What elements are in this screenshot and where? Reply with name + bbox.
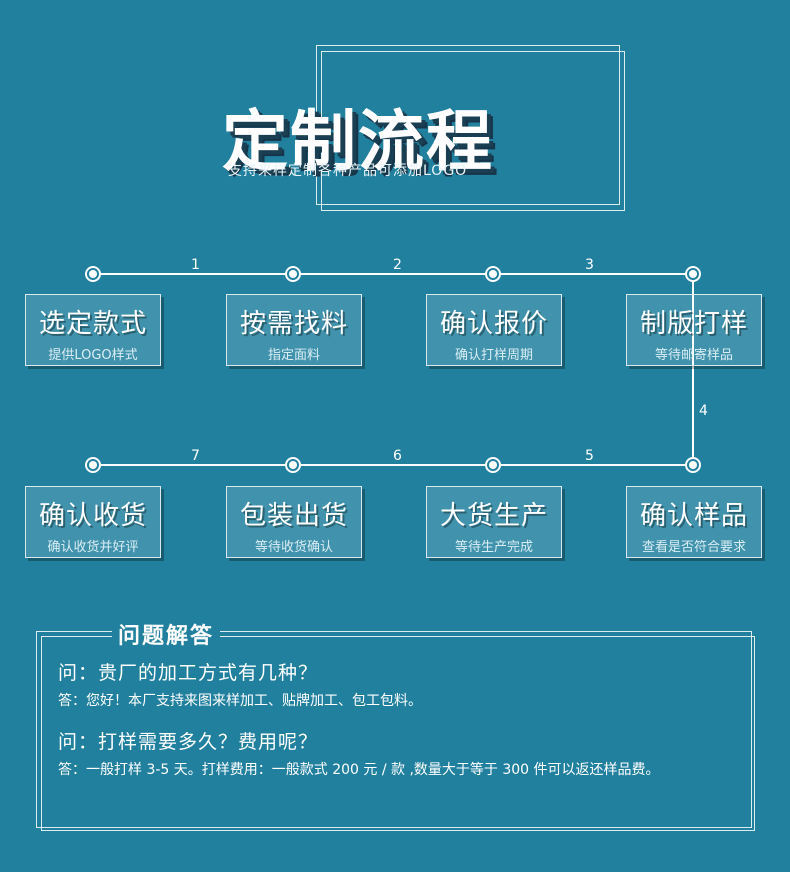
step-card-6: 大货生产 等待生产完成 [426,486,562,558]
step-title: 选定款式 [38,309,147,339]
connector-number: 3 [585,257,594,273]
connector-number: 7 [191,448,200,464]
page-title: 定制流程 [222,103,494,180]
step-subtitle: 确认打样周期 [454,348,533,363]
faq-frame-inner [41,636,755,831]
step-title: 确认报价 [439,309,548,339]
step-subtitle: 提供LOGO样式 [48,348,138,363]
title-frame-front [321,51,625,211]
timeline-dot-8 [685,457,701,473]
step-card-1: 选定款式 提供LOGO样式 [25,294,161,366]
step-card-2: 按需找料 指定面料 [226,294,362,366]
step-subtitle: 查看是否符合要求 [641,540,746,555]
connector-number: 1 [191,257,200,273]
timeline-dot-2 [285,266,301,282]
timeline-line-bottom [93,464,694,466]
connector-number: 5 [585,448,594,464]
connector-number: 6 [393,448,402,464]
step-subtitle: 确认收货并好评 [47,540,139,555]
connector-number: 4 [699,403,708,419]
step-card-4: 制版打样 等待邮寄样品 [626,294,762,366]
faq-question-1: 问：贵厂的加工方式有几种？ [58,662,319,684]
page-subtitle: 支持来样定制各种产品可添加LOGO [228,163,468,179]
title-frame-back [316,45,620,205]
step-title: 确认样品 [639,501,748,531]
step-subtitle: 指定面料 [267,348,320,363]
faq-title: 问题解答 [112,618,221,650]
timeline-dot-6 [285,457,301,473]
faq-question-2: 问：打样需要多久？费用呢？ [58,731,319,753]
timeline-line-vertical [692,274,694,465]
timeline-dot-5 [85,457,101,473]
timeline-dot-4 [685,266,701,282]
step-subtitle: 等待生产完成 [454,540,533,555]
step-title: 大货生产 [439,501,548,531]
step-title: 包装出货 [239,501,348,531]
step-card-7: 包装出货 等待收货确认 [226,486,362,558]
faq-answer-2: 答：一般打样 3-5 天。打样费用：一般款式 200 元 / 款 ,数量大于等于… [58,762,660,778]
timeline-dot-3 [485,266,501,282]
timeline-dot-7 [485,457,501,473]
step-title: 按需找料 [239,309,348,339]
connector-number: 2 [393,257,402,273]
step-card-5: 确认样品 查看是否符合要求 [626,486,762,558]
faq-answer-1: 答：您好！本厂支持来图来样加工、贴牌加工、包工包料。 [58,693,422,709]
timeline-dot-1 [85,266,101,282]
faq-frame-outer [36,631,752,828]
timeline-line-top [93,273,694,275]
step-card-8: 确认收货 确认收货并好评 [25,486,161,558]
step-card-3: 确认报价 确认打样周期 [426,294,562,366]
step-subtitle: 等待邮寄样品 [654,348,733,363]
step-title: 制版打样 [639,309,748,339]
step-subtitle: 等待收货确认 [254,540,333,555]
step-title: 确认收货 [38,501,147,531]
